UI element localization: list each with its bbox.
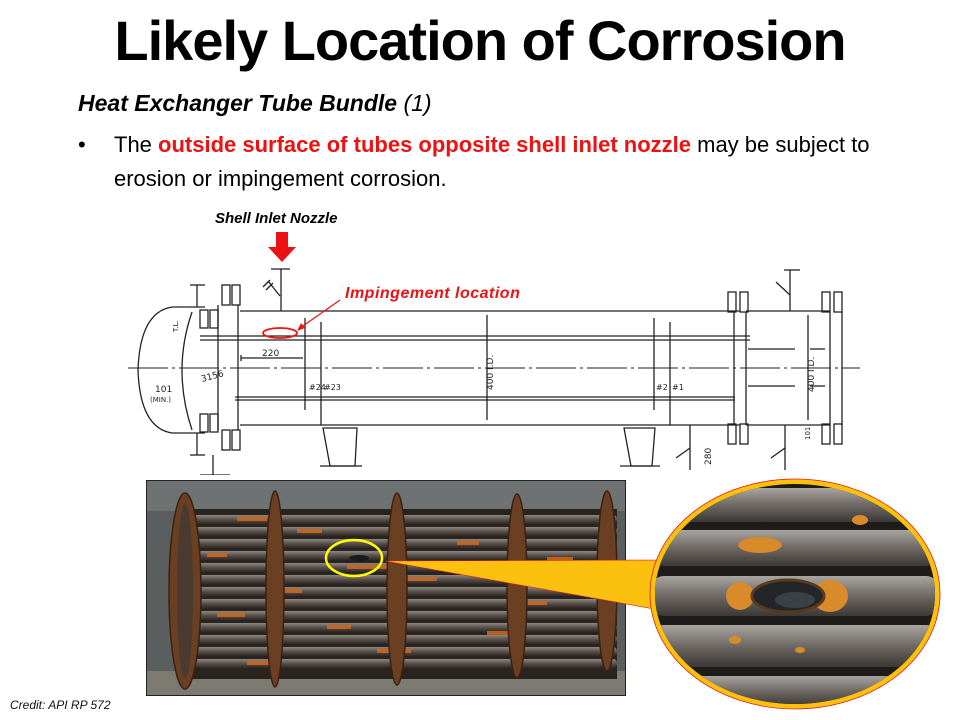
dim-280: 280 [704, 448, 714, 465]
dim-3156: 3156 [200, 369, 225, 385]
closeup-photo [655, 484, 935, 704]
perforation [750, 578, 826, 614]
dim-channel-id: 400 I.D. [807, 357, 817, 392]
dim-shell-id: 400 I.D. [486, 355, 496, 390]
tube-bundle-photo [146, 480, 626, 696]
nozzle-arrow-icon [268, 232, 296, 262]
dim-101: 101 [155, 385, 172, 395]
dim-tl: T.L. [172, 320, 180, 333]
baffle-1: #1 [672, 383, 684, 392]
subtitle-main: Heat Exchanger Tube Bundle [78, 90, 398, 116]
subtitle-suffix: (1) [403, 90, 432, 116]
baffle-24: #24 [309, 383, 326, 392]
slide-subtitle: Heat Exchanger Tube Bundle (1) [78, 90, 432, 117]
bullet-suffix: may be subject to erosion or impingement… [114, 132, 870, 191]
impingement-marker [262, 327, 298, 339]
shell-inlet-nozzle-label: Shell Inlet Nozzle [215, 210, 338, 227]
baffle-23: #23 [324, 383, 341, 392]
bullet-highlight: outside surface of tubes opposite shell … [158, 132, 691, 157]
bullet-text: The outside surface of tubes opposite sh… [114, 128, 894, 196]
bullet-icon: • [78, 132, 86, 157]
slide-title: Likely Location of Corrosion [114, 9, 846, 72]
dim-min: (MIN.) [150, 396, 171, 404]
baffle-2: #2 [656, 383, 668, 392]
dim-flange: 101 [804, 427, 812, 440]
dim-220: 220 [262, 349, 279, 359]
bullet-prefix: The [114, 132, 159, 157]
defect-highlight [324, 538, 384, 578]
heat-exchanger-drawing: 220 3156 101 (MIN.) #24 #23 #2 #1 400 I.… [128, 232, 860, 475]
credit-text: Credit: API RP 572 [10, 698, 111, 712]
impingement-location-label: Impingement location [345, 285, 521, 302]
